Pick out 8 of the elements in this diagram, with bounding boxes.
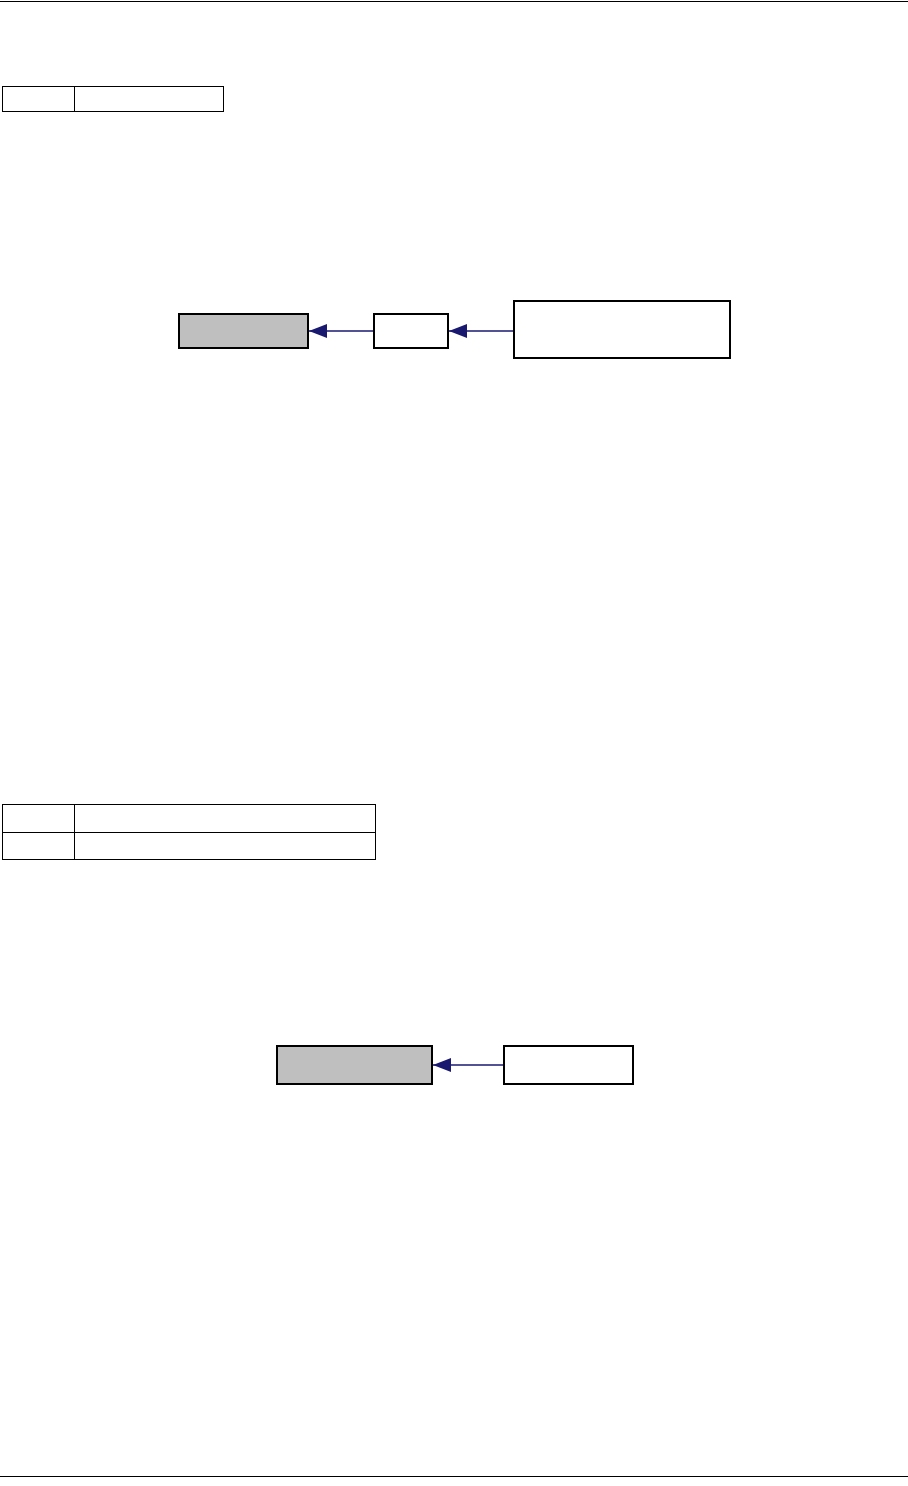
arrow	[448, 324, 514, 338]
node-box	[513, 300, 731, 359]
highlighted-node-box	[178, 313, 309, 349]
node-box	[373, 313, 449, 349]
highlighted-node-box	[276, 1045, 433, 1085]
arrow	[308, 324, 374, 338]
node-box	[503, 1045, 634, 1085]
arrow	[432, 1058, 504, 1072]
